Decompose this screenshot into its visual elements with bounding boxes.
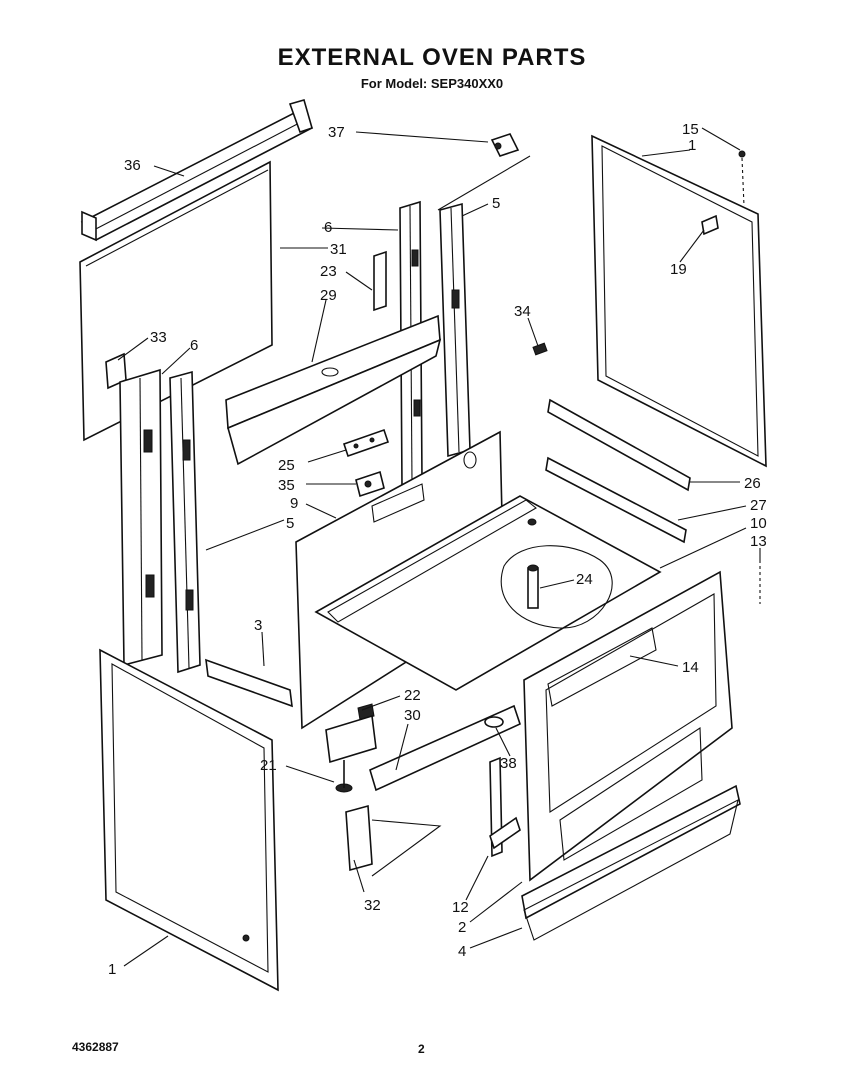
- callout-35: 35: [278, 477, 295, 494]
- part-pin-34: [532, 342, 548, 356]
- callout-14: 14: [682, 659, 699, 676]
- callout-23: 23: [320, 263, 337, 280]
- part-bracket-23: [373, 250, 387, 312]
- part-right-channel: [439, 202, 471, 458]
- callout-22: 22: [404, 687, 421, 704]
- part-top-trim: [80, 99, 314, 242]
- document-number: 4362887: [72, 1040, 119, 1054]
- part-bracket-12: [489, 756, 521, 858]
- part-frame-upper: [591, 134, 767, 468]
- callout-29: 29: [320, 287, 337, 304]
- callout-34: 34: [514, 303, 531, 320]
- part-rail-26: [547, 398, 691, 492]
- part-screw-15: [738, 150, 746, 158]
- part-kick-plate: [521, 784, 741, 941]
- callout-10: 10: [750, 515, 767, 532]
- callout-6: 6: [324, 219, 332, 236]
- callout-6-left: 6: [190, 337, 198, 354]
- part-rail-27: [545, 456, 687, 544]
- part-switch-25: [342, 428, 390, 458]
- callout-5-left: 5: [286, 515, 294, 532]
- callout-12: 12: [452, 899, 469, 916]
- part-left-rail: [119, 368, 163, 667]
- part-back-panel: [79, 160, 273, 442]
- part-bracket-32: [345, 804, 373, 872]
- callout-24: 24: [576, 571, 593, 588]
- callout-31: 31: [330, 241, 347, 258]
- callout-4: 4: [458, 943, 466, 960]
- leader-line: [437, 155, 531, 211]
- part-grommet-38: [484, 716, 504, 728]
- callout-37: 37: [328, 124, 345, 141]
- callout-38: 38: [500, 755, 517, 772]
- callout-1-bottom: 1: [108, 961, 116, 978]
- part-channel-30: [369, 704, 521, 792]
- part-screw-21: [335, 760, 353, 793]
- callout-1: 1: [688, 137, 696, 154]
- callout-21: 21: [260, 757, 277, 774]
- callout-33: 33: [150, 329, 167, 346]
- callout-32: 32: [364, 897, 381, 914]
- part-post-24: [527, 564, 539, 609]
- part-door-panel: [99, 648, 279, 992]
- leader-lines: [117, 127, 761, 967]
- callout-19: 19: [670, 261, 687, 278]
- callout-36: 36: [124, 157, 141, 174]
- part-left-channel: [169, 370, 201, 674]
- callout-15: 15: [682, 121, 699, 138]
- callout-labels: 37 15 1 36 6 5 31 23 19 29 34 33 6 25 26…: [108, 121, 767, 978]
- callout-9: 9: [290, 495, 298, 512]
- callout-2: 2: [458, 919, 466, 936]
- leader-line: [371, 819, 442, 877]
- part-side-panel: [523, 570, 733, 882]
- part-switch-35: [355, 470, 385, 498]
- part-rail-3: [205, 658, 293, 708]
- leader-line: [741, 157, 745, 207]
- callout-27: 27: [750, 497, 767, 514]
- model-subtitle: For Model: SEP340XX0: [360, 76, 504, 91]
- page-title: EXTERNAL OVEN PARTS: [277, 44, 587, 71]
- part-cooktop: [314, 495, 662, 691]
- callout-26: 26: [744, 475, 761, 492]
- part-knob-37: [490, 133, 520, 157]
- part-cross-brace: [225, 314, 442, 466]
- part-foot-block: [325, 714, 377, 764]
- callout-5: 5: [492, 195, 500, 212]
- callout-13: 13: [750, 533, 767, 550]
- page-number: 2: [418, 1042, 425, 1056]
- callout-25: 25: [278, 457, 295, 474]
- callout-30: 30: [404, 707, 421, 724]
- callout-3: 3: [254, 617, 262, 634]
